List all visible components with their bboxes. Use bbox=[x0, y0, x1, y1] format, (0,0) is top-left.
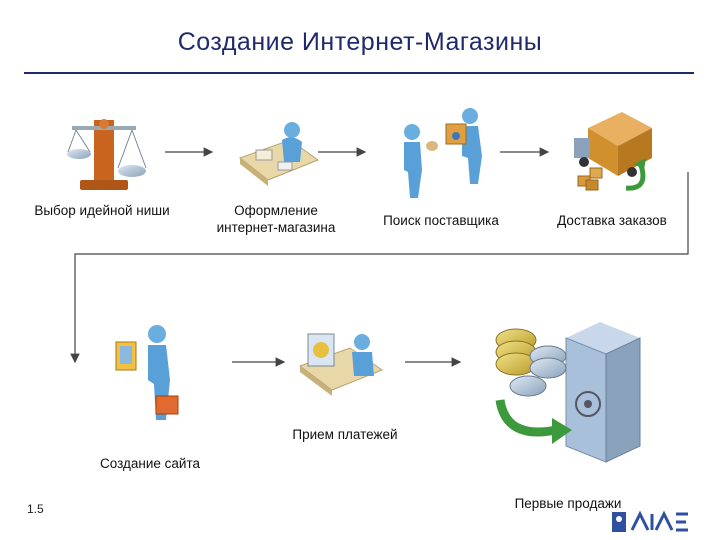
coins-safe-icon bbox=[495, 322, 641, 463]
scales-icon bbox=[67, 119, 147, 190]
arrow-4-5-connector bbox=[70, 172, 689, 364]
page-number: 1.5 bbox=[27, 502, 44, 516]
step-label-first-sales: Первые продажи bbox=[514, 496, 622, 511]
university-logo-icon bbox=[612, 510, 688, 532]
step-label-delivery: Доставка заказов bbox=[557, 213, 667, 228]
website-builder-icon bbox=[115, 325, 179, 420]
step-label-supplier: Поиск поставщика bbox=[383, 213, 499, 228]
title-underline bbox=[24, 72, 694, 74]
supplier-handshake-icon bbox=[404, 108, 482, 198]
step-label-website: Создание сайта bbox=[100, 456, 200, 471]
delivery-truck-icon bbox=[574, 112, 652, 191]
designer-desk-icon bbox=[238, 122, 320, 186]
step-label-design: Оформление интернет-магазина bbox=[216, 203, 336, 235]
page-title: Создание Интернет-Магазины bbox=[177, 28, 543, 56]
step-label-niche: Выбор идейной ниши bbox=[34, 203, 170, 218]
payment-desk-icon bbox=[298, 333, 384, 396]
step-label-payments: Прием платежей bbox=[292, 427, 398, 442]
